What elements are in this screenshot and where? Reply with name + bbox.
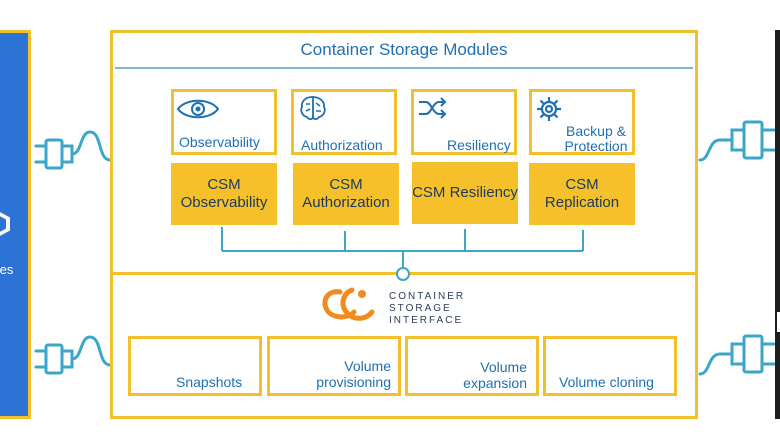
- feature-volume-expansion-box: [405, 336, 539, 396]
- csi-logo-icon: [322, 287, 375, 321]
- module-label: Resiliency: [447, 137, 511, 153]
- module-name: CSM Resiliency: [412, 162, 518, 224]
- module-label: Authorization: [301, 137, 383, 153]
- module-label: Observability: [179, 134, 260, 150]
- module-resiliency-card: [411, 89, 517, 155]
- feature-label: Snapshots: [176, 374, 243, 390]
- module-label: Backup & Protection: [564, 123, 628, 154]
- feature-volume-provisioning-box: [267, 336, 401, 396]
- plug-connector-left-bottom-icon: [34, 335, 110, 375]
- shuffle-icon: [419, 97, 447, 119]
- plug-connector-left-top-icon: [34, 130, 110, 170]
- module-name: CSM Authorization: [293, 163, 399, 225]
- feature-volume-cloning-box: [543, 336, 677, 396]
- feature-label: Volume cloning: [559, 374, 654, 390]
- header-divider: [115, 67, 693, 69]
- plug-connector-right-top-icon: [698, 120, 775, 162]
- feature-snapshots-box: [128, 336, 262, 396]
- module-authorization-card: [291, 89, 397, 155]
- eye-icon: [176, 99, 220, 119]
- module-observability-card: [171, 89, 277, 155]
- feature-label: Volume expansion: [463, 359, 527, 391]
- brain-icon: [300, 96, 326, 121]
- feature-label: Volume provisioning: [316, 358, 391, 390]
- module-name: CSM Observability: [171, 163, 277, 225]
- module-backup-card: [529, 89, 635, 155]
- kubernetes-panel: [0, 30, 31, 419]
- module-name: CSM Replication: [529, 163, 635, 225]
- gear-icon: [537, 97, 561, 121]
- plug-connector-right-bottom-icon: [698, 334, 775, 376]
- right-panel-edge: [775, 30, 780, 419]
- page-title: Container Storage Modules: [300, 40, 508, 59]
- csi-wordmark: CONTAINER STORAGE INTERFACE: [389, 291, 466, 326]
- kubernetes-label: tes: [0, 262, 14, 277]
